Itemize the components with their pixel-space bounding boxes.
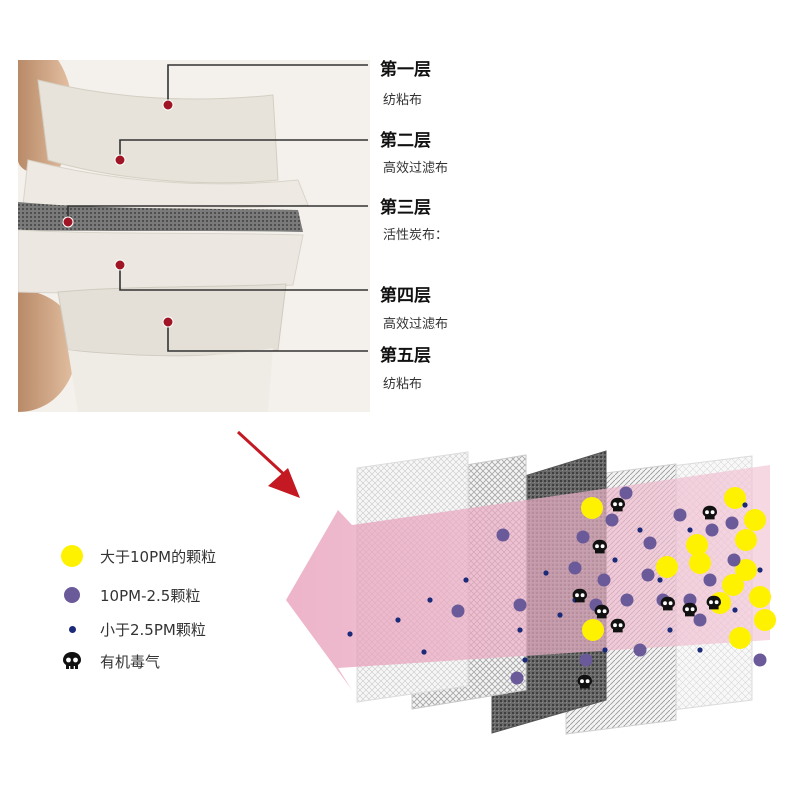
legend-item-large-particles: 大于10PM的颗粒 (58, 543, 216, 569)
purple-dot-icon (451, 604, 465, 618)
marker-layer-5 (162, 316, 174, 328)
layer-5-title: 第五层 (380, 346, 431, 366)
layer-3-desc: 活性炭布： (383, 228, 449, 243)
purple-dot-icon (703, 573, 717, 587)
skull-icon (592, 539, 607, 554)
layer-2-desc: 高效过滤布 (383, 161, 449, 176)
marker-layer-4 (114, 259, 126, 271)
yellow-dot-icon (581, 497, 603, 519)
purple-dot-icon (673, 508, 687, 522)
layer-4-desc: 高效过滤布 (383, 317, 449, 332)
yellow-dot-icon (722, 574, 744, 596)
layer-1-desc: 纺粘布 (383, 93, 423, 108)
yellow-dot-icon (729, 627, 751, 649)
purple-dot-icon (619, 486, 633, 500)
layer-4-title: 第四层 (380, 286, 431, 306)
yellow-dot-icon (724, 487, 746, 509)
legend-label: 有机毒气 (100, 652, 161, 671)
skull-icon (682, 602, 697, 617)
yellow-dot-icon (689, 552, 711, 574)
purple-dot-icon (597, 573, 611, 587)
purple-dot-icon (633, 643, 647, 657)
skull-icon (660, 596, 675, 611)
yellow-dot-icon (744, 509, 766, 531)
small-dot-icon (421, 649, 427, 655)
legend-label: 10PM-2.5颗粒 (100, 586, 201, 605)
skull-icon (706, 595, 721, 610)
skull-icon (594, 604, 609, 619)
purple-dot-icon (510, 671, 524, 685)
layer-1-title: 第一层 (380, 60, 431, 80)
purple-dot-icon (620, 593, 634, 607)
small-dot-icon (427, 597, 433, 603)
legend-label: 大于10PM的颗粒 (100, 547, 217, 566)
purple-dot-icon (641, 568, 655, 582)
small-dot-icon (612, 557, 618, 563)
skull-icon (572, 588, 587, 603)
purple-dot-icon (576, 530, 590, 544)
small-dot-icon (68, 625, 76, 633)
particles (347, 486, 776, 689)
layer-5-desc: 纺粘布 (383, 377, 423, 392)
leader-lines (62, 64, 368, 352)
purple-dot-icon (683, 593, 697, 607)
legend-item-small-particles: 小于2.5PM颗粒 (58, 616, 206, 642)
small-dot-icon (347, 631, 353, 637)
small-dot-icon (732, 607, 738, 613)
small-dot-icon (602, 647, 608, 653)
yellow-dot-icon (686, 534, 708, 556)
small-dot-icon (637, 527, 643, 533)
layer-3-title: 第三层 (380, 198, 431, 218)
skull-icon (610, 497, 625, 512)
purple-dot-icon (64, 587, 80, 603)
purple-dot-icon (725, 516, 739, 530)
layer-2-title: 第二层 (380, 131, 431, 151)
marker-layer-1 (162, 99, 174, 111)
purple-dot-icon (496, 528, 510, 542)
yellow-dot-icon (754, 609, 776, 631)
legend-item-toxic-gas: 有机毒气 (58, 648, 160, 674)
skull-icon (63, 652, 81, 669)
yellow-dot-icon (735, 529, 757, 551)
small-dot-icon (687, 527, 693, 533)
airflow-arrow-icon (286, 465, 770, 690)
small-dot-icon (395, 617, 401, 623)
marker-layer-2 (114, 154, 126, 166)
marker-layer-3 (62, 216, 74, 228)
skull-icon (702, 505, 717, 520)
purple-dot-icon (643, 536, 657, 550)
small-dot-icon (697, 647, 703, 653)
yellow-dot-icon (749, 586, 771, 608)
small-dot-icon (657, 577, 663, 583)
small-dot-icon (543, 570, 549, 576)
skull-icon (610, 618, 625, 633)
small-dot-icon (517, 627, 523, 633)
yellow-dot-icon (656, 556, 678, 578)
purple-dot-icon (605, 513, 619, 527)
legend-label: 小于2.5PM颗粒 (100, 620, 206, 639)
direction-arrow-icon (236, 430, 300, 498)
purple-dot-icon (705, 523, 719, 537)
small-dot-icon (522, 657, 528, 663)
small-dot-icon (742, 502, 748, 508)
legend-item-medium-particles: 10PM-2.5颗粒 (58, 582, 200, 608)
mask-layers-photo (18, 60, 370, 412)
purple-dot-icon (513, 598, 527, 612)
purple-dot-icon (693, 613, 707, 627)
skull-icon (577, 674, 592, 689)
purple-dot-icon (753, 653, 767, 667)
purple-dot-icon (568, 561, 582, 575)
purple-dot-icon (579, 653, 593, 667)
purple-dot-icon (727, 553, 741, 567)
small-dot-icon (463, 577, 469, 583)
small-dot-icon (757, 567, 763, 573)
yellow-dot-icon (61, 545, 83, 567)
yellow-dot-icon (735, 559, 757, 581)
yellow-dot-icon (582, 619, 604, 641)
small-dot-icon (667, 627, 673, 633)
small-dot-icon (557, 612, 563, 618)
